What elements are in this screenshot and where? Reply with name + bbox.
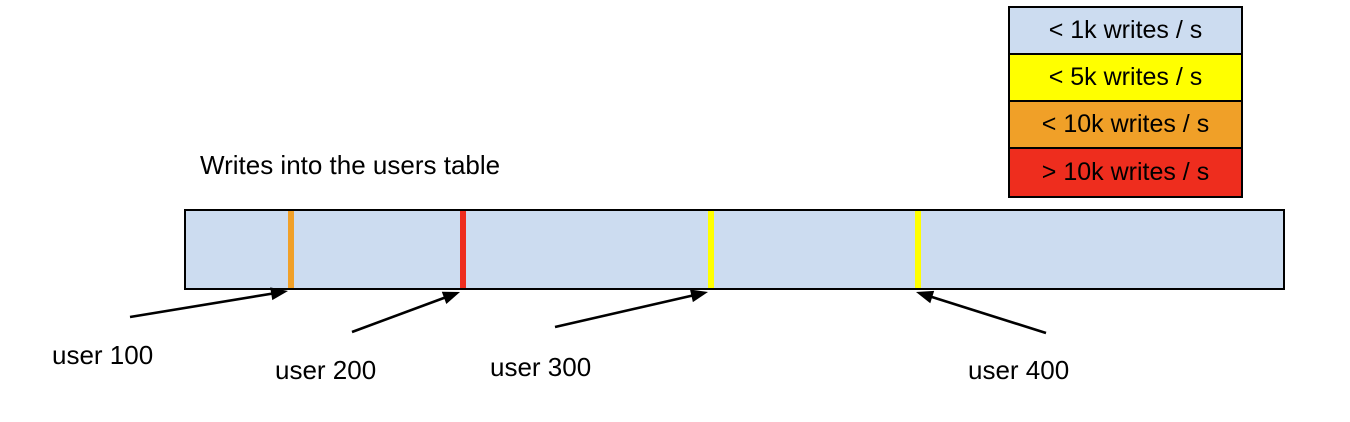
legend-label: < 1k writes / s: [1048, 16, 1203, 44]
legend-label: > 10k writes / s: [1041, 158, 1210, 186]
legend-row-gt-10k: > 10k writes / s: [1010, 149, 1241, 196]
users-table-bar: [184, 209, 1285, 290]
legend-row-lt-10k: < 10k writes / s: [1010, 102, 1241, 149]
legend-label: < 10k writes / s: [1041, 110, 1210, 138]
legend-label: < 5k writes / s: [1048, 63, 1203, 91]
arrow-head: [689, 289, 708, 303]
arrow-shaft: [554, 293, 696, 329]
boundary-user-100: [288, 211, 294, 288]
arrow-shaft: [928, 294, 1047, 335]
bar-caption: Writes into the users table: [200, 150, 501, 180]
annotation-label-user-100: user 100: [52, 340, 154, 370]
bar-body: [184, 209, 1285, 290]
legend-row-lt-1k: < 1k writes / s: [1010, 8, 1241, 55]
boundary-user-200: [460, 211, 466, 288]
arrow-shaft: [351, 295, 449, 334]
boundary-user-400: [915, 211, 921, 288]
arrow-head: [916, 290, 935, 304]
annotation-label-user-400: user 400: [968, 355, 1070, 385]
boundary-user-300: [708, 211, 714, 288]
annotation-label-user-300: user 300: [490, 352, 592, 382]
legend-row-lt-5k: < 5k writes / s: [1010, 55, 1241, 102]
arrow-shaft: [129, 291, 276, 319]
arrow-head: [441, 291, 460, 304]
annotation-label-user-200: user 200: [275, 355, 377, 385]
legend: < 1k writes / s < 5k writes / s < 10k wr…: [1008, 6, 1243, 198]
